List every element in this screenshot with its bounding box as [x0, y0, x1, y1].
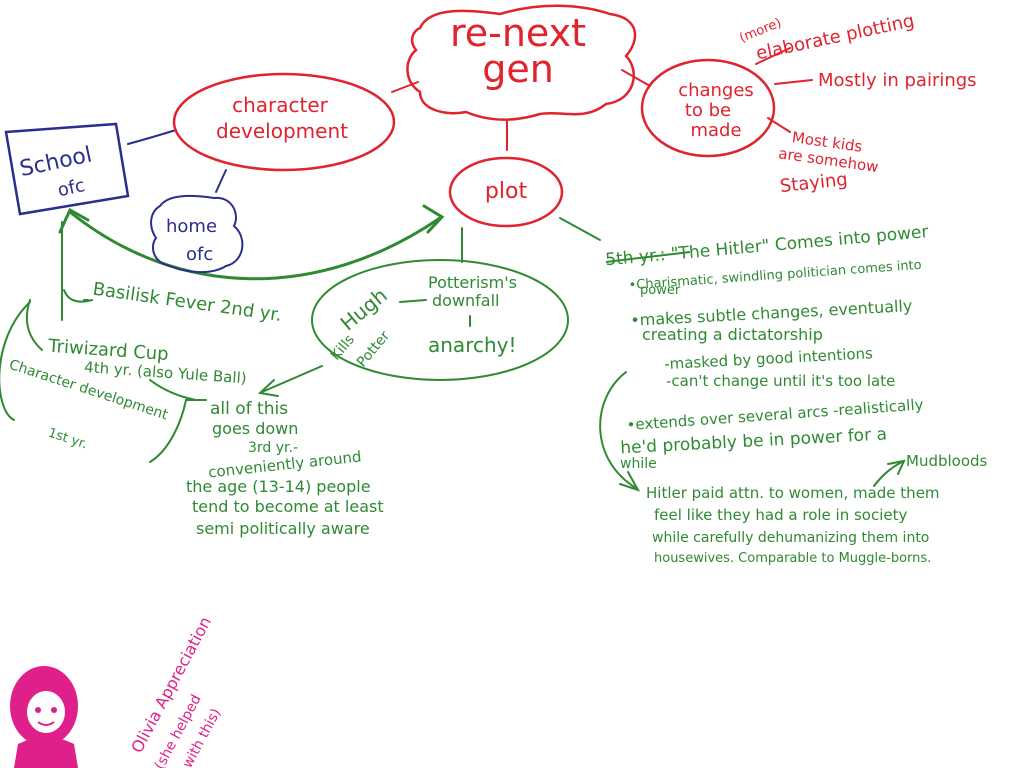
avatar-doodle — [10, 666, 78, 768]
central-title-line1: re-next — [450, 11, 586, 55]
avatar-bangs — [22, 682, 68, 702]
connector-timeline-vertical — [61, 221, 89, 321]
connector-chardev-to-school — [127, 129, 177, 145]
fifth-year-notes: 5th yr.: "The Hitler" Comes into power •… — [605, 222, 988, 566]
bullet1-line2: power — [640, 283, 681, 298]
home-ofc-node: home ofc — [150, 194, 244, 273]
avatar-eye-left — [35, 707, 41, 713]
arrowhead-mudbloods — [887, 459, 906, 475]
connector-basilisk — [63, 289, 93, 303]
avatar-eye-right — [51, 707, 57, 713]
school-ofc-line2: ofc — [56, 175, 87, 201]
home-ofc-line2: ofc — [186, 244, 213, 265]
avatar-smile — [37, 721, 55, 726]
hugh-line1: Hugh — [336, 283, 392, 336]
sub2: -can't change until it's too late — [666, 372, 895, 390]
school-ofc-line1: School — [18, 142, 95, 182]
changes-branch3-line3: Staying — [779, 169, 849, 197]
home-ofc-line1: home — [166, 216, 217, 237]
anarchy-label: anarchy! — [428, 333, 517, 357]
connector-center-to-changes — [621, 69, 651, 87]
central-cloud-shape — [406, 4, 637, 122]
changes-oval — [640, 58, 776, 158]
connector-chardev-to-home — [215, 169, 227, 193]
timeline-chardev-line2: 1st yr. — [46, 426, 89, 453]
all-of-this-line5: the age (13-14) people — [186, 477, 371, 496]
school-ofc-node: School ofc — [4, 122, 130, 216]
fifth-year-underline — [605, 251, 691, 263]
arrowhead-plot — [422, 204, 445, 234]
connector-changes-to-plotting — [755, 47, 791, 65]
arrowhead-school — [58, 207, 90, 234]
school-ofc-box — [4, 122, 130, 216]
all-of-this-line1: all of this — [210, 399, 288, 419]
character-development-line2: development — [216, 119, 348, 143]
hugh-bubble: Hugh Kills Potter Potterism's downfall a… — [311, 259, 569, 381]
connector-center-to-chardev — [391, 81, 419, 93]
hitler-line2: feel like they had a role in society — [654, 506, 908, 524]
mudbloods-label: Mudbloods — [906, 452, 988, 470]
avatar-body — [14, 737, 78, 768]
plot-node: plot — [448, 156, 564, 228]
all-of-this-line3: 3rd yr.- — [248, 440, 298, 456]
all-of-this-line6: tend to become at least — [192, 497, 384, 516]
connector-changes-to-pairings — [774, 79, 813, 85]
hitler-line4: housewives. Comparable to Muggle-borns. — [654, 551, 931, 566]
changes-line2: to be — [685, 100, 731, 121]
changes-line1: changes — [678, 80, 754, 101]
avatar-face — [25, 689, 67, 735]
plot-oval — [448, 156, 564, 228]
connector-to-allofthis — [149, 399, 207, 463]
connector-5thyr-to-hitler — [599, 371, 637, 489]
timeline-basilisk: Basilisk Fever 2nd yr. — [91, 279, 283, 326]
connector-left-curve — [0, 301, 31, 421]
connector-triwizard — [26, 299, 43, 351]
arrowhead-hitler — [619, 471, 641, 492]
bullet2-line2: creating a dictatorship — [642, 325, 823, 344]
central-title-line2: gen — [482, 47, 554, 91]
connector-bubble-to-allofthis — [261, 365, 323, 393]
connector-hugh-to-downfall — [399, 299, 427, 303]
all-of-this-note: all of this goes down 3rd yr.- convenien… — [186, 399, 384, 538]
downfall-line2: downfall — [432, 291, 500, 310]
connector-plot-to-5thyr — [559, 217, 601, 241]
changes-node: changes to be made (more) elaborate plot… — [640, 10, 977, 197]
signature-doodle: Olivia Appreciation (she helped with thi… — [10, 613, 224, 768]
hitler-line3: while carefully dehumanizing them into — [652, 530, 929, 546]
downfall-line1: Potterism's — [428, 273, 517, 292]
connector-triwizard-to-allofthis — [149, 379, 197, 401]
connector-plot-to-school-arrow — [68, 210, 442, 281]
changes-branch2: Mostly in pairings — [818, 70, 977, 91]
bullet3-line3: while — [620, 456, 657, 472]
character-development-line1: character — [232, 93, 329, 117]
hugh-line2: Kills — [328, 332, 358, 364]
plot-label: plot — [485, 179, 528, 204]
home-ofc-cloud — [150, 194, 244, 273]
hugh-bubble-oval — [311, 259, 569, 381]
connector-women-to-mudbloods — [873, 461, 903, 487]
hugh-line3: Potter — [354, 328, 393, 371]
changes-line3: made — [690, 120, 741, 141]
central-node: re-next gen — [406, 4, 637, 122]
hitler-line1: Hitler paid attn. to women, made them — [646, 484, 940, 502]
character-development-oval — [172, 72, 396, 172]
arrowhead-allofthis — [257, 379, 279, 397]
sub1: -masked by good intentions — [664, 344, 874, 373]
all-of-this-line2: goes down — [212, 419, 298, 438]
character-development-node: character development — [172, 72, 396, 172]
all-of-this-line7: semi politically aware — [196, 519, 370, 538]
